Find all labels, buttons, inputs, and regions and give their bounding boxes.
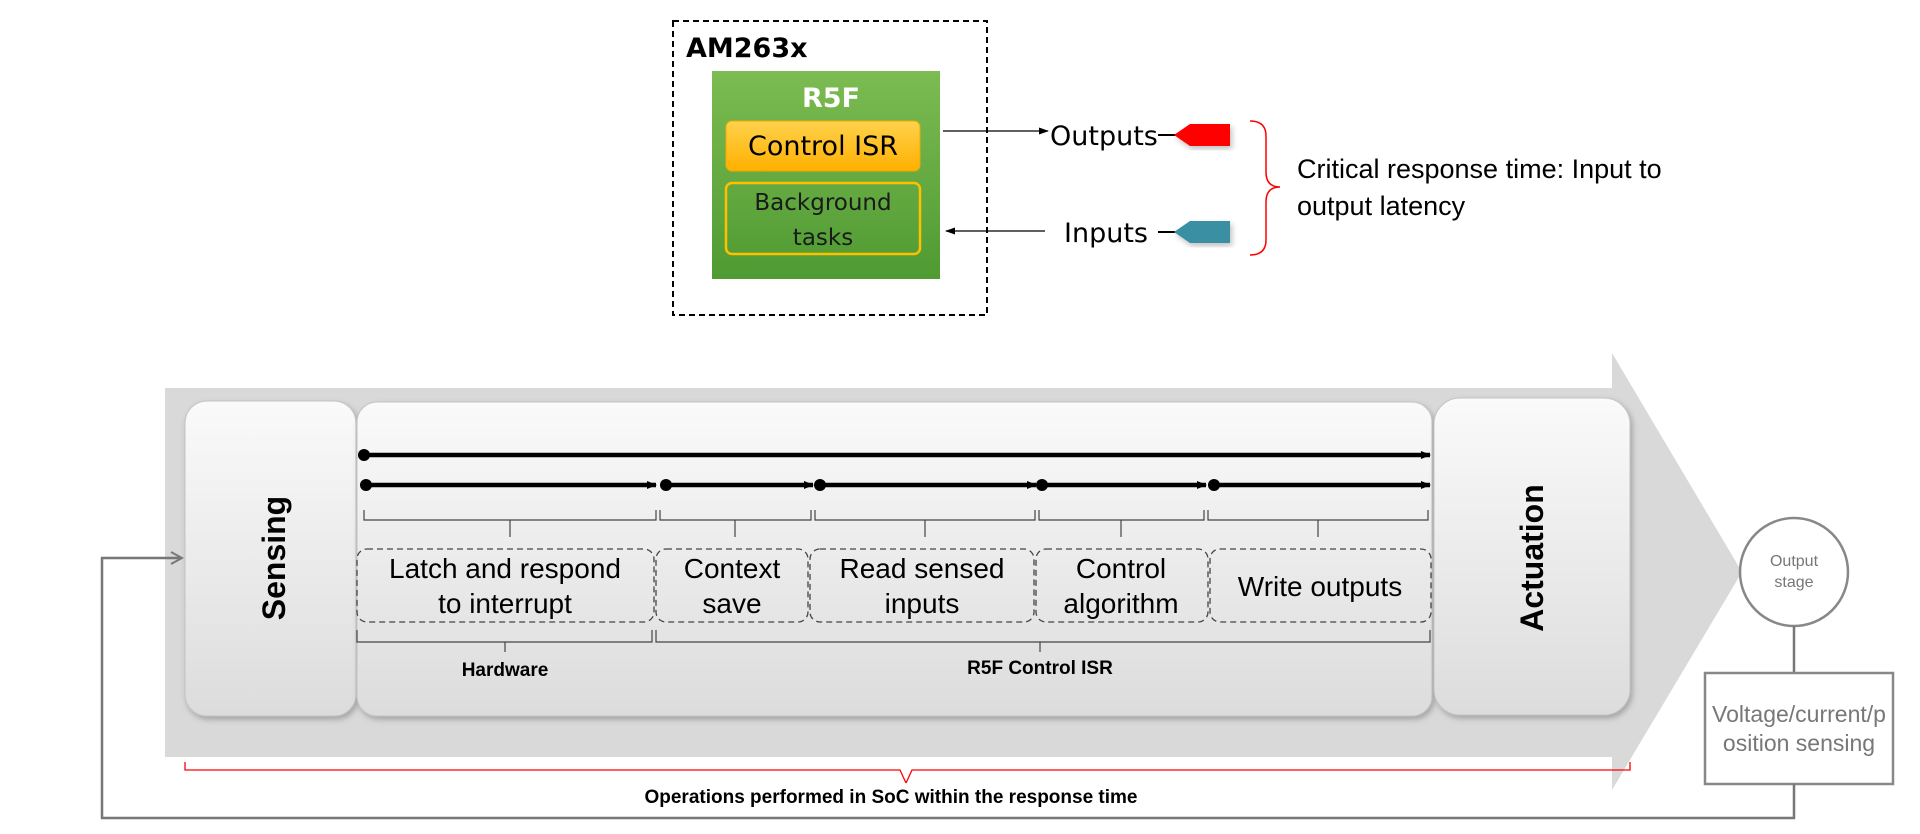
r5f-core	[712, 71, 940, 279]
critical-line1: Critical response time: Input to	[1297, 154, 1662, 184]
am263x-dashed-border	[672, 20, 988, 316]
step-context-save: Context save	[655, 548, 809, 623]
sensing-label: Sensing	[256, 496, 292, 620]
step-latch-line1: Latch and respond	[389, 553, 621, 584]
step-write-outputs: Write outputs	[1209, 548, 1432, 623]
step-write-line1: Write outputs	[1238, 571, 1402, 602]
step-brace	[814, 510, 1036, 537]
am263x-label: AM263x	[686, 33, 808, 64]
hardware-brace	[356, 630, 653, 652]
am263x-block: AM263x R5F Control ISR Background tasks	[672, 20, 988, 316]
control-isr-box	[725, 120, 921, 172]
output-stage-line1: Output	[1770, 553, 1819, 570]
step-brace	[363, 510, 657, 537]
background-tasks-box	[724, 181, 922, 256]
critical-line2: output latency	[1297, 191, 1466, 221]
actuation-panel: Actuation	[1433, 397, 1631, 716]
background-tasks-line2: tasks	[793, 225, 853, 251]
outputs-label: Outputs	[1050, 121, 1158, 152]
control-isr-label: Control ISR	[748, 131, 898, 162]
sensing-box-line2: osition sensing	[1723, 730, 1875, 756]
hardware-label: Hardware	[462, 660, 549, 681]
feedback-loop-arrow	[100, 558, 1796, 820]
inputs-label: Inputs	[1064, 218, 1148, 249]
step-brace	[659, 510, 812, 537]
r5f-label: R5F	[802, 83, 860, 114]
r5f-isr-label: R5F Control ISR	[967, 658, 1113, 679]
r5f-isr-brace	[655, 630, 1431, 652]
output-connector-icon	[1158, 124, 1230, 146]
step-braces	[363, 510, 1429, 537]
actuation-label: Actuation	[1514, 484, 1550, 632]
operations-label: Operations performed in SoC within the r…	[644, 787, 1137, 808]
output-stage-line2: stage	[1774, 574, 1813, 591]
step-control-line1: Control	[1076, 553, 1166, 584]
step-control-line2: algorithm	[1063, 588, 1178, 619]
step-brace	[1207, 510, 1429, 537]
step-control-algorithm: Control algorithm	[1035, 548, 1209, 623]
background-tasks-line1: Background	[754, 190, 891, 216]
step-boxes: Latch and respond to interrupt Context s…	[356, 548, 1432, 623]
critical-brace	[1249, 120, 1281, 256]
step-latch-respond: Latch and respond to interrupt	[356, 548, 655, 623]
sensing-panel: Sensing	[184, 400, 357, 717]
step-read-line1: Read sensed	[839, 553, 1004, 584]
step-brace	[1038, 510, 1205, 537]
operations-brace	[184, 762, 1631, 784]
step-latch-line2: to interrupt	[438, 588, 572, 619]
sensing-box	[1703, 671, 1895, 786]
output-stage-circle	[1738, 516, 1850, 628]
step-read-line2: inputs	[885, 588, 960, 619]
step-context-line2: save	[702, 588, 761, 619]
step-read-inputs: Read sensed inputs	[809, 548, 1035, 623]
input-connector-icon	[1158, 221, 1230, 243]
sensing-box-line1: Voltage/current/p	[1712, 701, 1886, 727]
step-context-line1: Context	[684, 553, 781, 584]
